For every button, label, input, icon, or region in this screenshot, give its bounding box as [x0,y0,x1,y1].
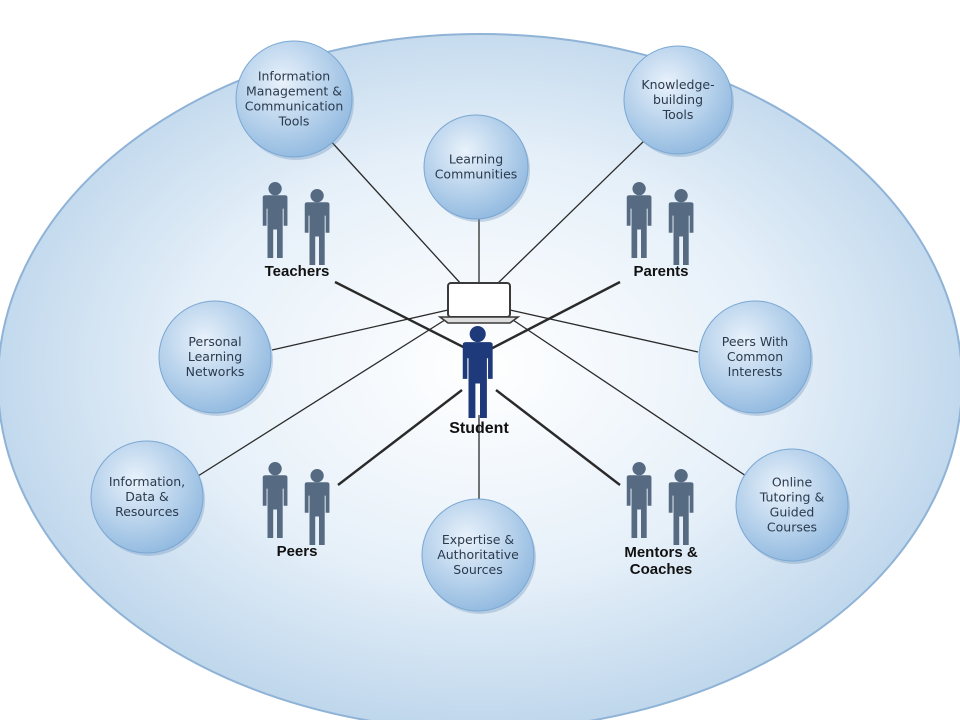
bubble-label-line: Information [258,69,330,84]
connector-lines [197,137,753,500]
hub-to-knowledge [495,139,646,286]
person-icon [262,462,288,538]
bubble-label-line: Networks [186,364,245,379]
person-icon [304,189,330,265]
bubble-label-line: Resources [115,504,179,519]
bubble-circle [423,114,529,220]
bubble-label-line: building [653,92,703,107]
student-icon [462,326,493,418]
people-group-label: Parents [633,263,688,280]
bubble-label-line: Courses [767,520,817,535]
bubble-label-line: Tutoring & [759,490,825,505]
hub-to-online-tutoring [509,317,753,481]
student-to-parents [478,280,621,357]
hub-to-personal [271,309,449,351]
bubble-circle [90,440,204,554]
person-icon [304,469,330,545]
bubble-label-line: Learning [449,152,503,167]
bubble-label-line: Authoritative [437,547,519,562]
student-to-mentors [495,389,621,486]
person-icon [668,189,694,265]
bubble-label-line: Sources [453,562,502,577]
people-group-peers: Peers [262,462,330,560]
bubble-label-line: Online [772,475,813,490]
student-to-teachers [334,280,480,357]
bubble-circle [421,498,535,612]
bubble-circle [735,448,849,562]
bubble-label-line: Expertise & [442,532,515,547]
bubble-circle [158,300,272,414]
person-icon [626,462,652,538]
people-group-parents: Parents [626,182,694,280]
bubble-label-line: Learning [188,349,242,364]
resource-bubble-info-data: Information,Data &Resources [90,440,205,556]
people-group-label: Teachers [265,263,330,280]
bubble-label-line: Common [727,349,783,364]
bubble-circle [698,300,812,414]
bubble-label-line: Peers With [722,334,788,349]
laptop-icon [437,282,521,324]
student-label: Student [449,420,509,437]
people-group-label: Mentors & [624,544,698,561]
bubble-label-line: Guided [770,505,815,520]
bubble-circle [623,45,733,155]
bubble-label-line: Personal [188,334,241,349]
bubble-label-line: Tools [278,114,310,129]
people-group-label: Coaches [630,561,693,578]
person-icon [668,469,694,545]
hub-to-info-mgmt [327,137,463,286]
people-group-teachers: Teachers [262,182,330,280]
bubble-circle [235,40,353,158]
person-icon [262,182,288,258]
bubble-label-line: Information, [109,474,185,489]
student-figure [462,326,493,418]
student-to-peers [337,389,463,486]
bubble-label-line: Communities [435,167,518,182]
bubble-label-line: Tools [662,107,694,122]
bubble-label-line: Interests [728,364,783,379]
bubble-label-line: Management & [246,84,342,99]
people-group-mentors: Mentors &Coaches [624,462,698,578]
bubble-label-line: Communication [245,99,344,114]
person-icon [626,182,652,258]
people-group-label: Peers [277,543,318,560]
bubble-label-line: Data & [125,489,169,504]
hub-to-info-data [197,317,449,477]
bubble-label-line: Knowledge- [641,77,714,92]
hub-to-peers-common [509,309,699,353]
